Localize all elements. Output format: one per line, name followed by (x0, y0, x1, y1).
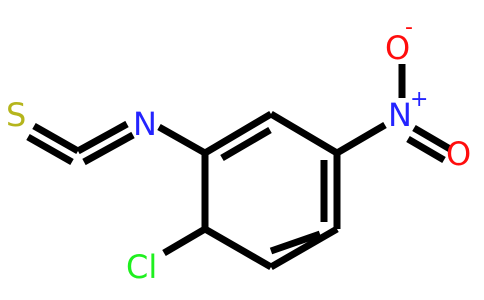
bond-n-ring (157, 123, 207, 157)
bond-s-c-2 (26, 133, 74, 166)
charge-minus-oxygen: - (405, 15, 413, 40)
ring-bond-5 (203, 225, 273, 271)
charge-plus-nitro: + (410, 87, 428, 112)
atom-nitrogen-isothiocyanate: N (133, 105, 157, 143)
ring-inner-3 (269, 230, 322, 255)
bond-s-c-1 (32, 122, 80, 155)
ring-inner-1 (220, 126, 272, 162)
bond-ring-cl (162, 225, 207, 257)
bond-c-n-1 (76, 120, 129, 155)
ring-bond-4 (269, 225, 339, 271)
atom-sulfur: S (6, 96, 26, 134)
atom-oxygen-right: O (446, 135, 471, 173)
atom-chlorine: Cl (126, 248, 157, 286)
bond-ring-nitro (335, 121, 387, 157)
atom-nitrogen-nitro: N (388, 96, 412, 134)
bond-n-o-right-2 (406, 135, 446, 164)
ring-bond-1 (203, 110, 273, 157)
atom-oxygen-top: O (385, 29, 410, 67)
atoms: S N N + O - O Cl (6, 15, 471, 286)
bond-n-o-right-1 (412, 124, 452, 153)
bond-c-n-2 (82, 131, 135, 166)
bonds (26, 64, 452, 271)
ring-bond-2 (269, 110, 339, 157)
